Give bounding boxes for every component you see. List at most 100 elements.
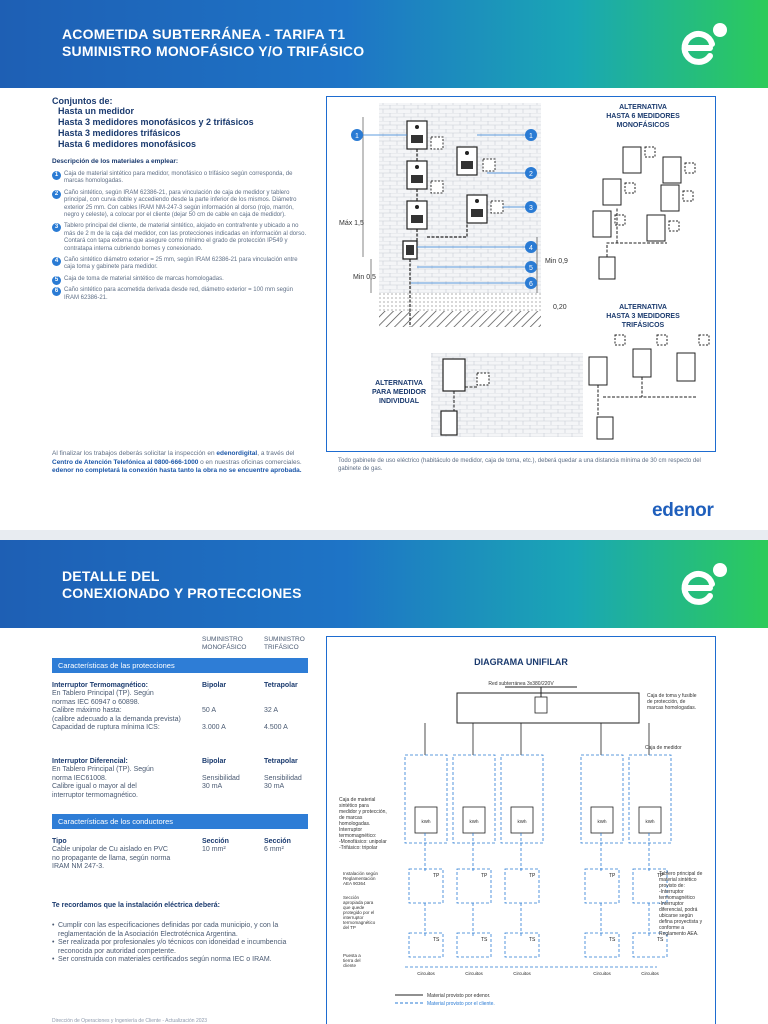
conjuntos-title: Conjuntos de:: [52, 96, 113, 106]
row-diferencial: Interruptor Diferencial:En Tablero Princ…: [52, 758, 302, 799]
red-label: Red subterránea 3x380/220V: [488, 681, 554, 687]
page-separator: [0, 530, 768, 540]
alt-individual-label: ALTERNATIVA PARA MEDIDOR INDIVIDUAL: [372, 380, 426, 405]
svg-text:medidor y protección,: medidor y protección,: [339, 809, 387, 815]
svg-text:Puesta a: Puesta a: [343, 953, 361, 958]
svg-text:1: 1: [355, 133, 359, 140]
svg-text:diferencial, podrá: diferencial, podrá: [659, 907, 698, 913]
page-conexionado: DETALLE DEL CONEXIONADO Y PROTECCIONES S…: [0, 540, 768, 1024]
dim-max15: Máx 1,5: [339, 220, 364, 227]
ts-box: [632, 932, 668, 958]
caja-toma-label: Caja de toma y fusible de protección, de…: [647, 693, 697, 711]
kwh-label: kWh: [422, 819, 431, 824]
ts-label: TS: [433, 937, 440, 943]
ts-box: [408, 932, 444, 958]
legend: Material provisto por edenor. Material p…: [395, 993, 495, 1007]
number-badge: 4: [52, 257, 61, 267]
svg-text:Sección: Sección: [343, 895, 360, 900]
meter-feeders: kWhTPTSCircuitoskWhTPTSCircuitoskWhTPTSC…: [404, 723, 672, 976]
caja-toma-box: [456, 692, 640, 724]
materials-title: Descripción de los materiales a emplear:: [52, 158, 179, 165]
dim-020: 0,20: [553, 304, 567, 311]
svg-text:-Interruptor: -Interruptor: [659, 901, 684, 907]
list-item: Ser construida con materiales certificad…: [52, 956, 320, 965]
svg-text:homologadas.: homologadas.: [339, 821, 370, 827]
kwh-meter: [462, 806, 486, 834]
ts-label: TS: [609, 937, 616, 943]
svg-text:1: 1: [529, 133, 533, 140]
kwh-meter: [414, 806, 438, 834]
tp-label: TP: [481, 873, 488, 879]
svg-text:de marcas: de marcas: [339, 815, 363, 821]
ground-layer: [379, 293, 541, 311]
svg-text:apropiada para: apropiada para: [343, 900, 374, 905]
caja-medidor-box: [404, 754, 448, 844]
callout-6: 6: [411, 277, 537, 289]
svg-text:-Monofásico: unipolar: -Monofásico: unipolar: [339, 839, 387, 845]
section-conductores: Características de los conductores: [52, 814, 308, 829]
kwh-label: kWh: [598, 819, 607, 824]
unifilar-title: DIAGRAMA UNIFILAR: [474, 657, 568, 667]
recommendations-list: Cumplir con las especificaciones definid…: [52, 922, 320, 965]
tp-box: [456, 868, 492, 904]
conjunto-item: Hasta 6 medidores monofásicos: [58, 139, 197, 149]
tp-box: [504, 868, 540, 904]
tablero-label: Tablero principal de material sintético …: [659, 871, 703, 937]
page-acometida: ACOMETIDA SUBTERRÁNEA - TARIFA T1 SUMINI…: [0, 0, 768, 521]
svg-text:Caja de toma y fusible: Caja de toma y fusible: [647, 693, 697, 699]
number-badge: 3: [52, 223, 61, 233]
circuitos-label: Circuitos: [641, 971, 659, 976]
page-title: DETALLE DEL CONEXIONADO Y PROTECCIONES: [62, 568, 302, 601]
svg-text:INDIVIDUAL: INDIVIDUAL: [379, 398, 420, 405]
svg-text:ALTERNATIVA: ALTERNATIVA: [619, 304, 667, 311]
section-protecciones: Características de las protecciones: [52, 658, 308, 673]
kwh-label: kWh: [518, 819, 527, 824]
svg-text:termomagnético: termomagnético: [659, 895, 695, 901]
unifilar-drawing: DIAGRAMA UNIFILAR Red subterránea 3x380/…: [339, 657, 703, 1007]
svg-text:4: 4: [529, 245, 533, 252]
meter-box: [456, 146, 478, 176]
caja-medidor-box: [580, 754, 624, 844]
seccion-label: Sección apropiada para que quede protegi…: [343, 895, 376, 930]
inspection-note: Al finalizar los trabajos deberás solici…: [52, 450, 302, 474]
svg-text:interruptor: interruptor: [343, 915, 364, 920]
svg-text:Reglamento AEA.: Reglamento AEA.: [659, 931, 698, 937]
ts-box: [584, 932, 620, 958]
conduit-lines: [409, 149, 468, 327]
tp-box: [584, 868, 620, 904]
edenor-e-logo-icon: [681, 23, 727, 65]
svg-text:del TP: del TP: [343, 925, 356, 930]
svg-text:-Trifásico: tripolar: -Trifásico: tripolar: [339, 845, 378, 851]
svg-text:5: 5: [529, 265, 533, 272]
meter-box: [406, 160, 428, 190]
toma-box: [402, 240, 418, 260]
number-badge: 1: [52, 171, 61, 180]
svg-text:PARA MEDIDOR: PARA MEDIDOR: [372, 389, 426, 396]
circuitos-label: Circuitos: [465, 971, 483, 976]
kwh-meter: [510, 806, 534, 834]
instalacion-label: Instalación según Reglamentación AEA 903…: [343, 871, 379, 886]
kwh-label: kWh: [646, 819, 655, 824]
phone-link: Centro de Atención Telefónica al 0800-66…: [52, 458, 199, 466]
conjunto-item: Hasta 3 medidores trifásicos: [58, 128, 181, 138]
callout-1b: 1: [477, 129, 537, 141]
svg-text:ubicarse según: ubicarse según: [659, 913, 693, 919]
svg-text:provisto de:: provisto de:: [659, 883, 685, 889]
alt-3-tri-drawing: [588, 334, 710, 440]
ts-box: [456, 932, 492, 958]
alt-6-mono-label: ALTERNATIVA HASTA 6 MEDIDORES MONOFÁSICO…: [606, 104, 680, 129]
callout-1: 1: [351, 129, 407, 141]
svg-text:termomagnético:: termomagnético:: [339, 833, 376, 839]
svg-text:sintético para: sintético para: [339, 803, 369, 809]
meter-box: [406, 200, 428, 230]
footer-note: Dirección de Operaciones y Ingeniería de…: [52, 1018, 208, 1024]
brick-wall: [379, 103, 541, 293]
caja-material-label: Caja de material sintético para medidor …: [339, 797, 387, 851]
